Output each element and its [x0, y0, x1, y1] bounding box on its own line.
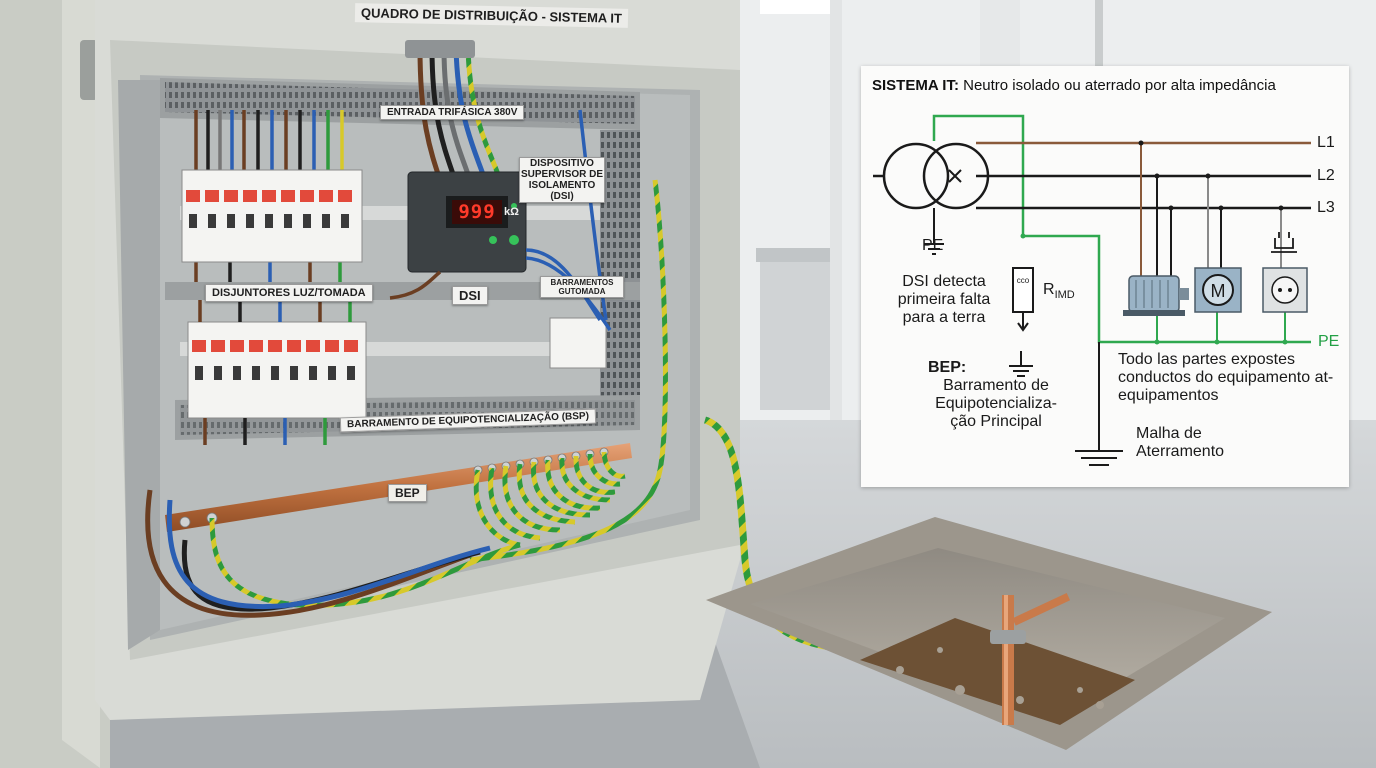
label-dsi: DSI	[452, 286, 488, 305]
label-bep-bar: BEP	[388, 484, 427, 502]
label-barramentos-small: BARRAMENTOS GUTOMADA	[540, 276, 624, 298]
imd-box-label: cco	[1017, 276, 1030, 285]
inset-title-bold: SISTEMA IT:	[872, 77, 959, 94]
line-l3-label: L3	[1317, 199, 1335, 216]
motor-icon	[1123, 275, 1189, 316]
pe-right-label: PE	[1318, 333, 1340, 350]
inset-title-rest: Neutro isolado ou aterrado por alta impe…	[958, 77, 1276, 94]
exposed-parts-description: Todo las partes expostes conductos do eq…	[1118, 351, 1334, 404]
motor-letter: M	[1211, 281, 1226, 301]
label-entrada-trifasica: ENTRADA TRIFÁSICA 380V	[380, 105, 525, 120]
socket-icon	[1262, 232, 1308, 313]
dsi-display-value: 999	[452, 200, 502, 224]
malha-aterramento-label: Malha de Aterramento	[1136, 425, 1225, 460]
line-l2-label: L2	[1317, 167, 1335, 184]
bep-label: BEP:	[928, 359, 967, 376]
pe-left-label: PE	[922, 237, 944, 254]
dsi-description: DSI detecta primeira falta para a terra	[897, 273, 991, 326]
transformer-icon	[882, 142, 990, 255]
label-disjuntores: DISJUNTORES LUZ/TOMADA	[205, 284, 373, 302]
line-l1-label: L1	[1317, 134, 1335, 151]
inset-title: SISTEMA IT: Neutro isolado ou aterrado p…	[872, 77, 1276, 94]
dsi-display-unit: kΩ	[504, 206, 519, 218]
label-dsi-device: DISPOSITIVO SUPERVISOR DE ISOLAMENTO (DS…	[519, 157, 605, 203]
rimd-sub: IMD	[1054, 289, 1075, 302]
m-motor-icon: M	[1194, 267, 1242, 313]
rimd-r: R	[1043, 281, 1055, 298]
rimd-label: RIMD	[1043, 281, 1075, 304]
imd-icon	[1012, 267, 1034, 332]
bep-description: Barramento de Equipotencializa- ção Prin…	[935, 377, 1057, 430]
it-system-schematic: cco M	[861, 66, 1349, 487]
